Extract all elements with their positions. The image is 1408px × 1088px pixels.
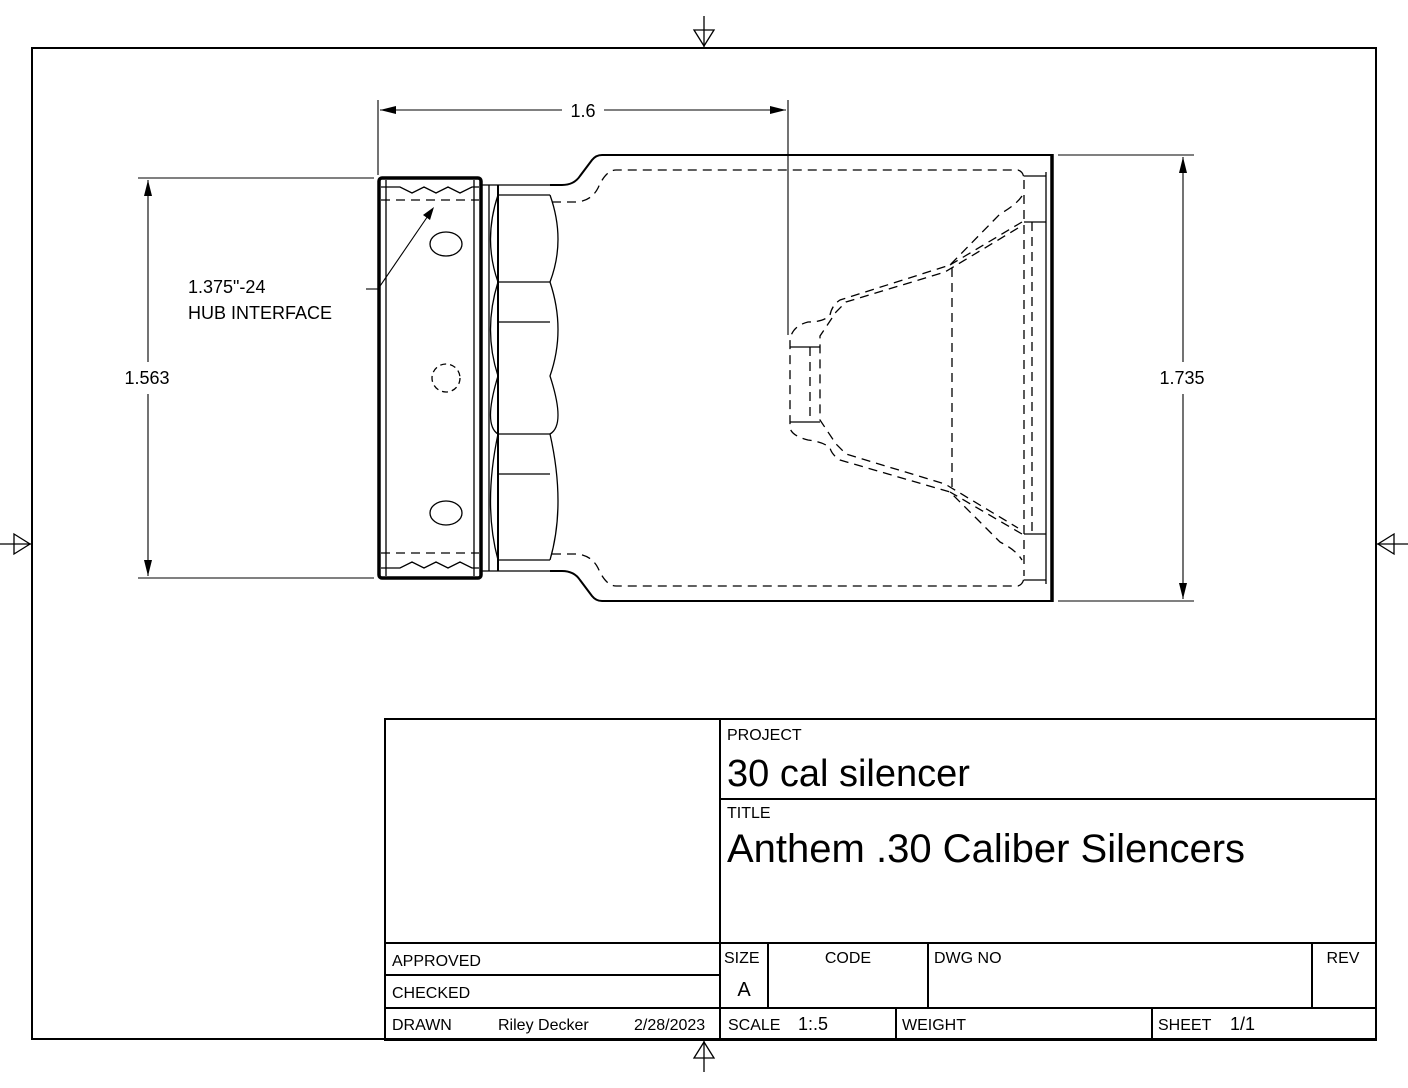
code-label: CODE — [825, 950, 871, 967]
dimension-body-diameter — [1058, 154, 1194, 602]
checked-label: CHECKED — [392, 985, 470, 1002]
centering-mark-right — [1376, 532, 1408, 556]
collar-hole-bottom — [429, 500, 463, 526]
centering-mark-top — [692, 16, 716, 48]
dimension-length-label: 1.6 — [570, 101, 595, 121]
title-label: TITLE — [727, 805, 771, 822]
hub-interface-leader — [366, 207, 434, 290]
callout-hub-interface: HUB INTERFACE — [188, 303, 332, 323]
collar-hole-middle — [431, 363, 461, 393]
approved-label: APPROVED — [392, 953, 481, 970]
silencer-part-view — [377, 154, 1054, 602]
weight-label: WEIGHT — [902, 1017, 966, 1034]
project-label: PROJECT — [727, 727, 802, 744]
sheet-border — [31, 47, 1377, 1040]
title-value: Anthem .30 Caliber Silencers — [727, 827, 1245, 871]
sheet-label: SHEET — [1158, 1017, 1212, 1034]
drawn-date: 2/28/2023 — [634, 1017, 705, 1034]
collar-hole-top — [429, 231, 463, 257]
drawn-by: Riley Decker — [498, 1017, 589, 1034]
hub-collar — [377, 176, 483, 580]
scale-label: SCALE — [728, 1017, 780, 1034]
callout-thread-spec: 1.375"-24 — [188, 277, 265, 297]
drawn-label: DRAWN — [392, 1017, 452, 1034]
size-label: SIZE — [724, 950, 760, 967]
size-value: A — [737, 979, 751, 1001]
centering-mark-bottom — [692, 1039, 716, 1072]
sheet-value: 1/1 — [1230, 1014, 1255, 1034]
scale-value: 1:.5 — [798, 1014, 828, 1034]
title-block — [384, 718, 1377, 1041]
rev-label: REV — [1327, 950, 1360, 967]
centering-mark-left — [0, 532, 32, 556]
dimension-body-diameter-label: 1.735 — [1159, 368, 1204, 388]
dimension-hub-diameter — [138, 177, 374, 579]
dwg-no-label: DWG NO — [934, 950, 1002, 967]
scalloped-neck — [481, 184, 559, 572]
dimension-hub-diameter-label: 1.563 — [124, 368, 169, 388]
dimension-length — [377, 100, 789, 335]
main-body — [550, 154, 1054, 602]
project-value: 30 cal silencer — [727, 753, 970, 795]
